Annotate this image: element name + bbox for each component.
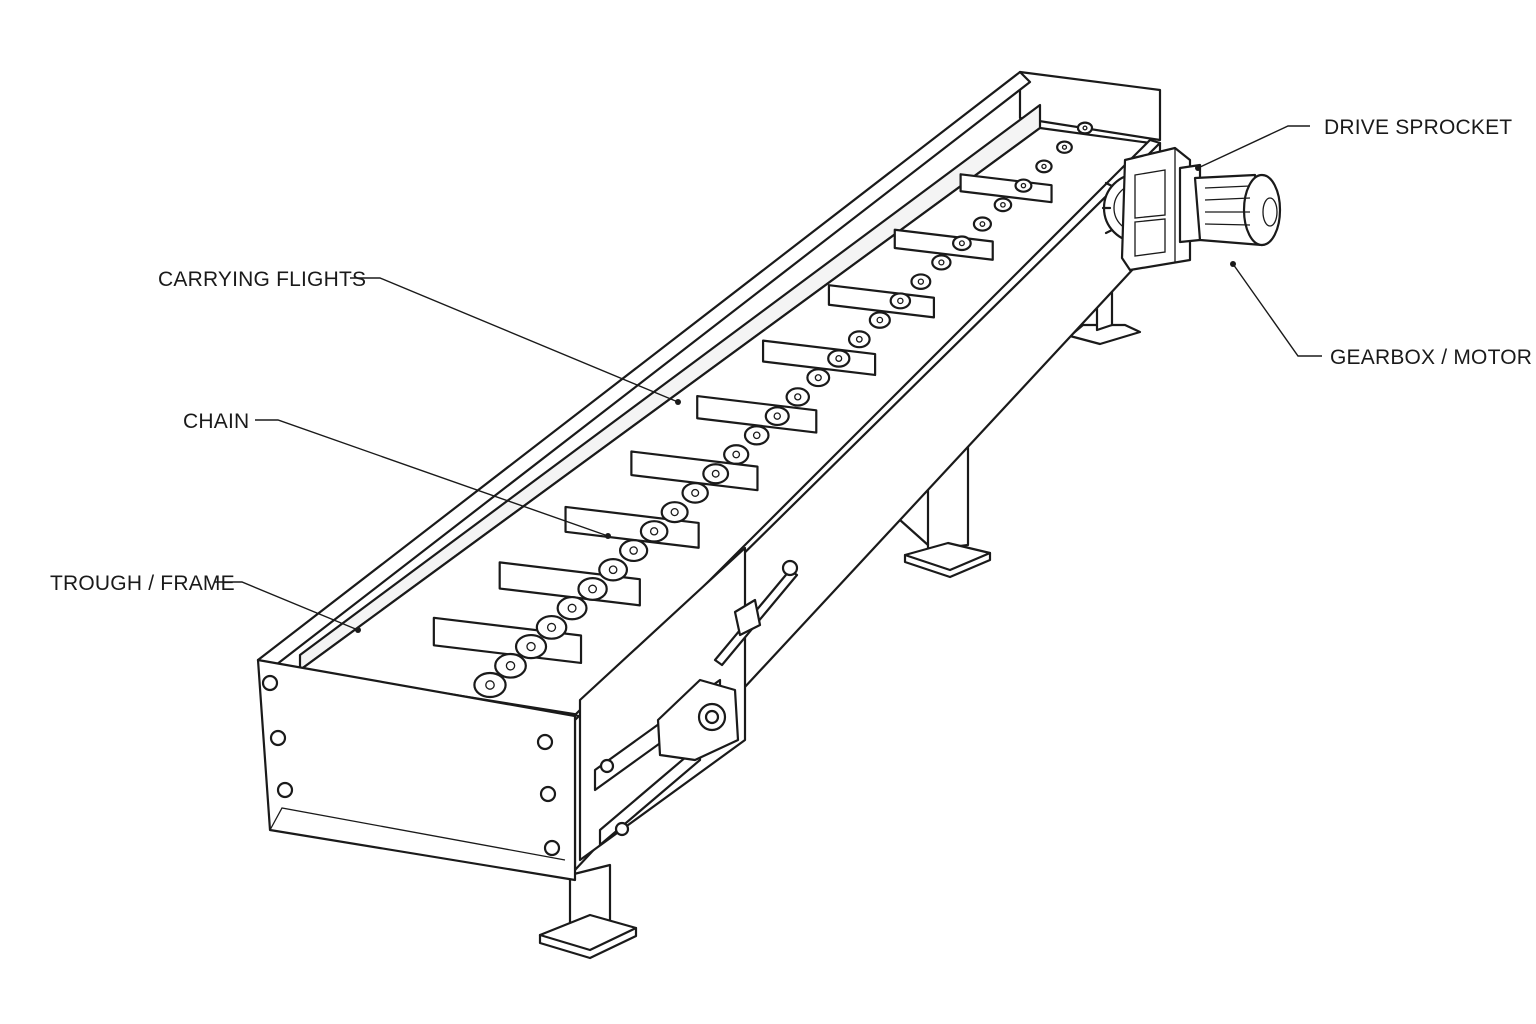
chain-pin <box>546 622 557 632</box>
chain-link <box>806 368 831 388</box>
chain-link <box>681 482 709 504</box>
chain-link <box>1056 140 1073 154</box>
label-drive-sprocket: DRIVE SPROCKET <box>1324 116 1512 139</box>
chain-pin <box>711 469 720 478</box>
chain-pin <box>814 374 822 382</box>
chain-link <box>514 633 548 660</box>
chain-link <box>931 254 952 271</box>
chain-pin <box>917 278 925 285</box>
chain-pin <box>958 240 965 247</box>
chain-pin <box>1041 163 1047 170</box>
chain-link <box>952 235 972 252</box>
chain-link <box>764 406 790 427</box>
chain-pin <box>485 680 495 690</box>
chain-pin <box>773 412 781 420</box>
chain-pin <box>588 584 598 594</box>
chain-link <box>639 520 669 543</box>
chain-pin <box>567 603 577 613</box>
chain-pin <box>649 527 659 536</box>
chain-pin <box>794 393 802 401</box>
gearbox <box>1120 146 1192 272</box>
chain-link <box>660 501 689 524</box>
chain-pin <box>897 297 904 305</box>
chain-link <box>972 216 993 232</box>
motor <box>1178 163 1282 247</box>
chain-pin <box>1000 201 1006 208</box>
chain-pin <box>855 335 863 343</box>
chain-link <box>993 197 1013 213</box>
chain-link <box>1076 121 1094 135</box>
label-chain: CHAIN <box>183 410 249 433</box>
chain-pin <box>1061 144 1068 150</box>
label-carrying-flights: CARRYING FLIGHTS <box>158 268 366 291</box>
label-trough-frame: TROUGH / FRAME <box>50 572 235 595</box>
chain-link <box>556 595 588 621</box>
chain-pin <box>752 431 761 440</box>
chain-link <box>535 614 568 640</box>
chain-pin <box>1082 125 1088 131</box>
chain-link <box>868 311 891 329</box>
chain-pin <box>938 259 945 266</box>
chain-link <box>827 349 851 368</box>
chain-link <box>473 671 507 699</box>
chain-pin <box>876 316 884 324</box>
chain-link <box>577 577 608 601</box>
chain-link <box>723 444 750 465</box>
chain-link <box>598 558 629 582</box>
chain-link <box>910 273 932 290</box>
chain-pin <box>608 565 618 575</box>
chain-link <box>889 292 912 310</box>
chain-pin <box>835 354 843 362</box>
chain-link <box>1014 178 1033 193</box>
chain-link <box>847 330 871 349</box>
leaders <box>215 125 1322 633</box>
chain-pin <box>670 508 679 517</box>
chain-link <box>618 539 649 563</box>
chain-pin <box>505 661 516 671</box>
chain-pin <box>1020 182 1027 189</box>
chain-link <box>1035 159 1053 174</box>
label-gearbox-motor: GEARBOX / MOTOR <box>1330 346 1532 369</box>
chain <box>473 121 1094 699</box>
chain-pin <box>691 488 700 497</box>
chain-pin <box>732 450 741 459</box>
chain-pin <box>629 546 638 555</box>
chain-link <box>494 652 527 679</box>
flight <box>696 394 818 434</box>
drive-assembly <box>1101 146 1282 272</box>
chain-link <box>743 425 770 446</box>
chain-pin <box>526 641 536 652</box>
chain-link <box>785 387 811 407</box>
chain-link <box>702 463 730 485</box>
chain-pin <box>979 221 986 227</box>
